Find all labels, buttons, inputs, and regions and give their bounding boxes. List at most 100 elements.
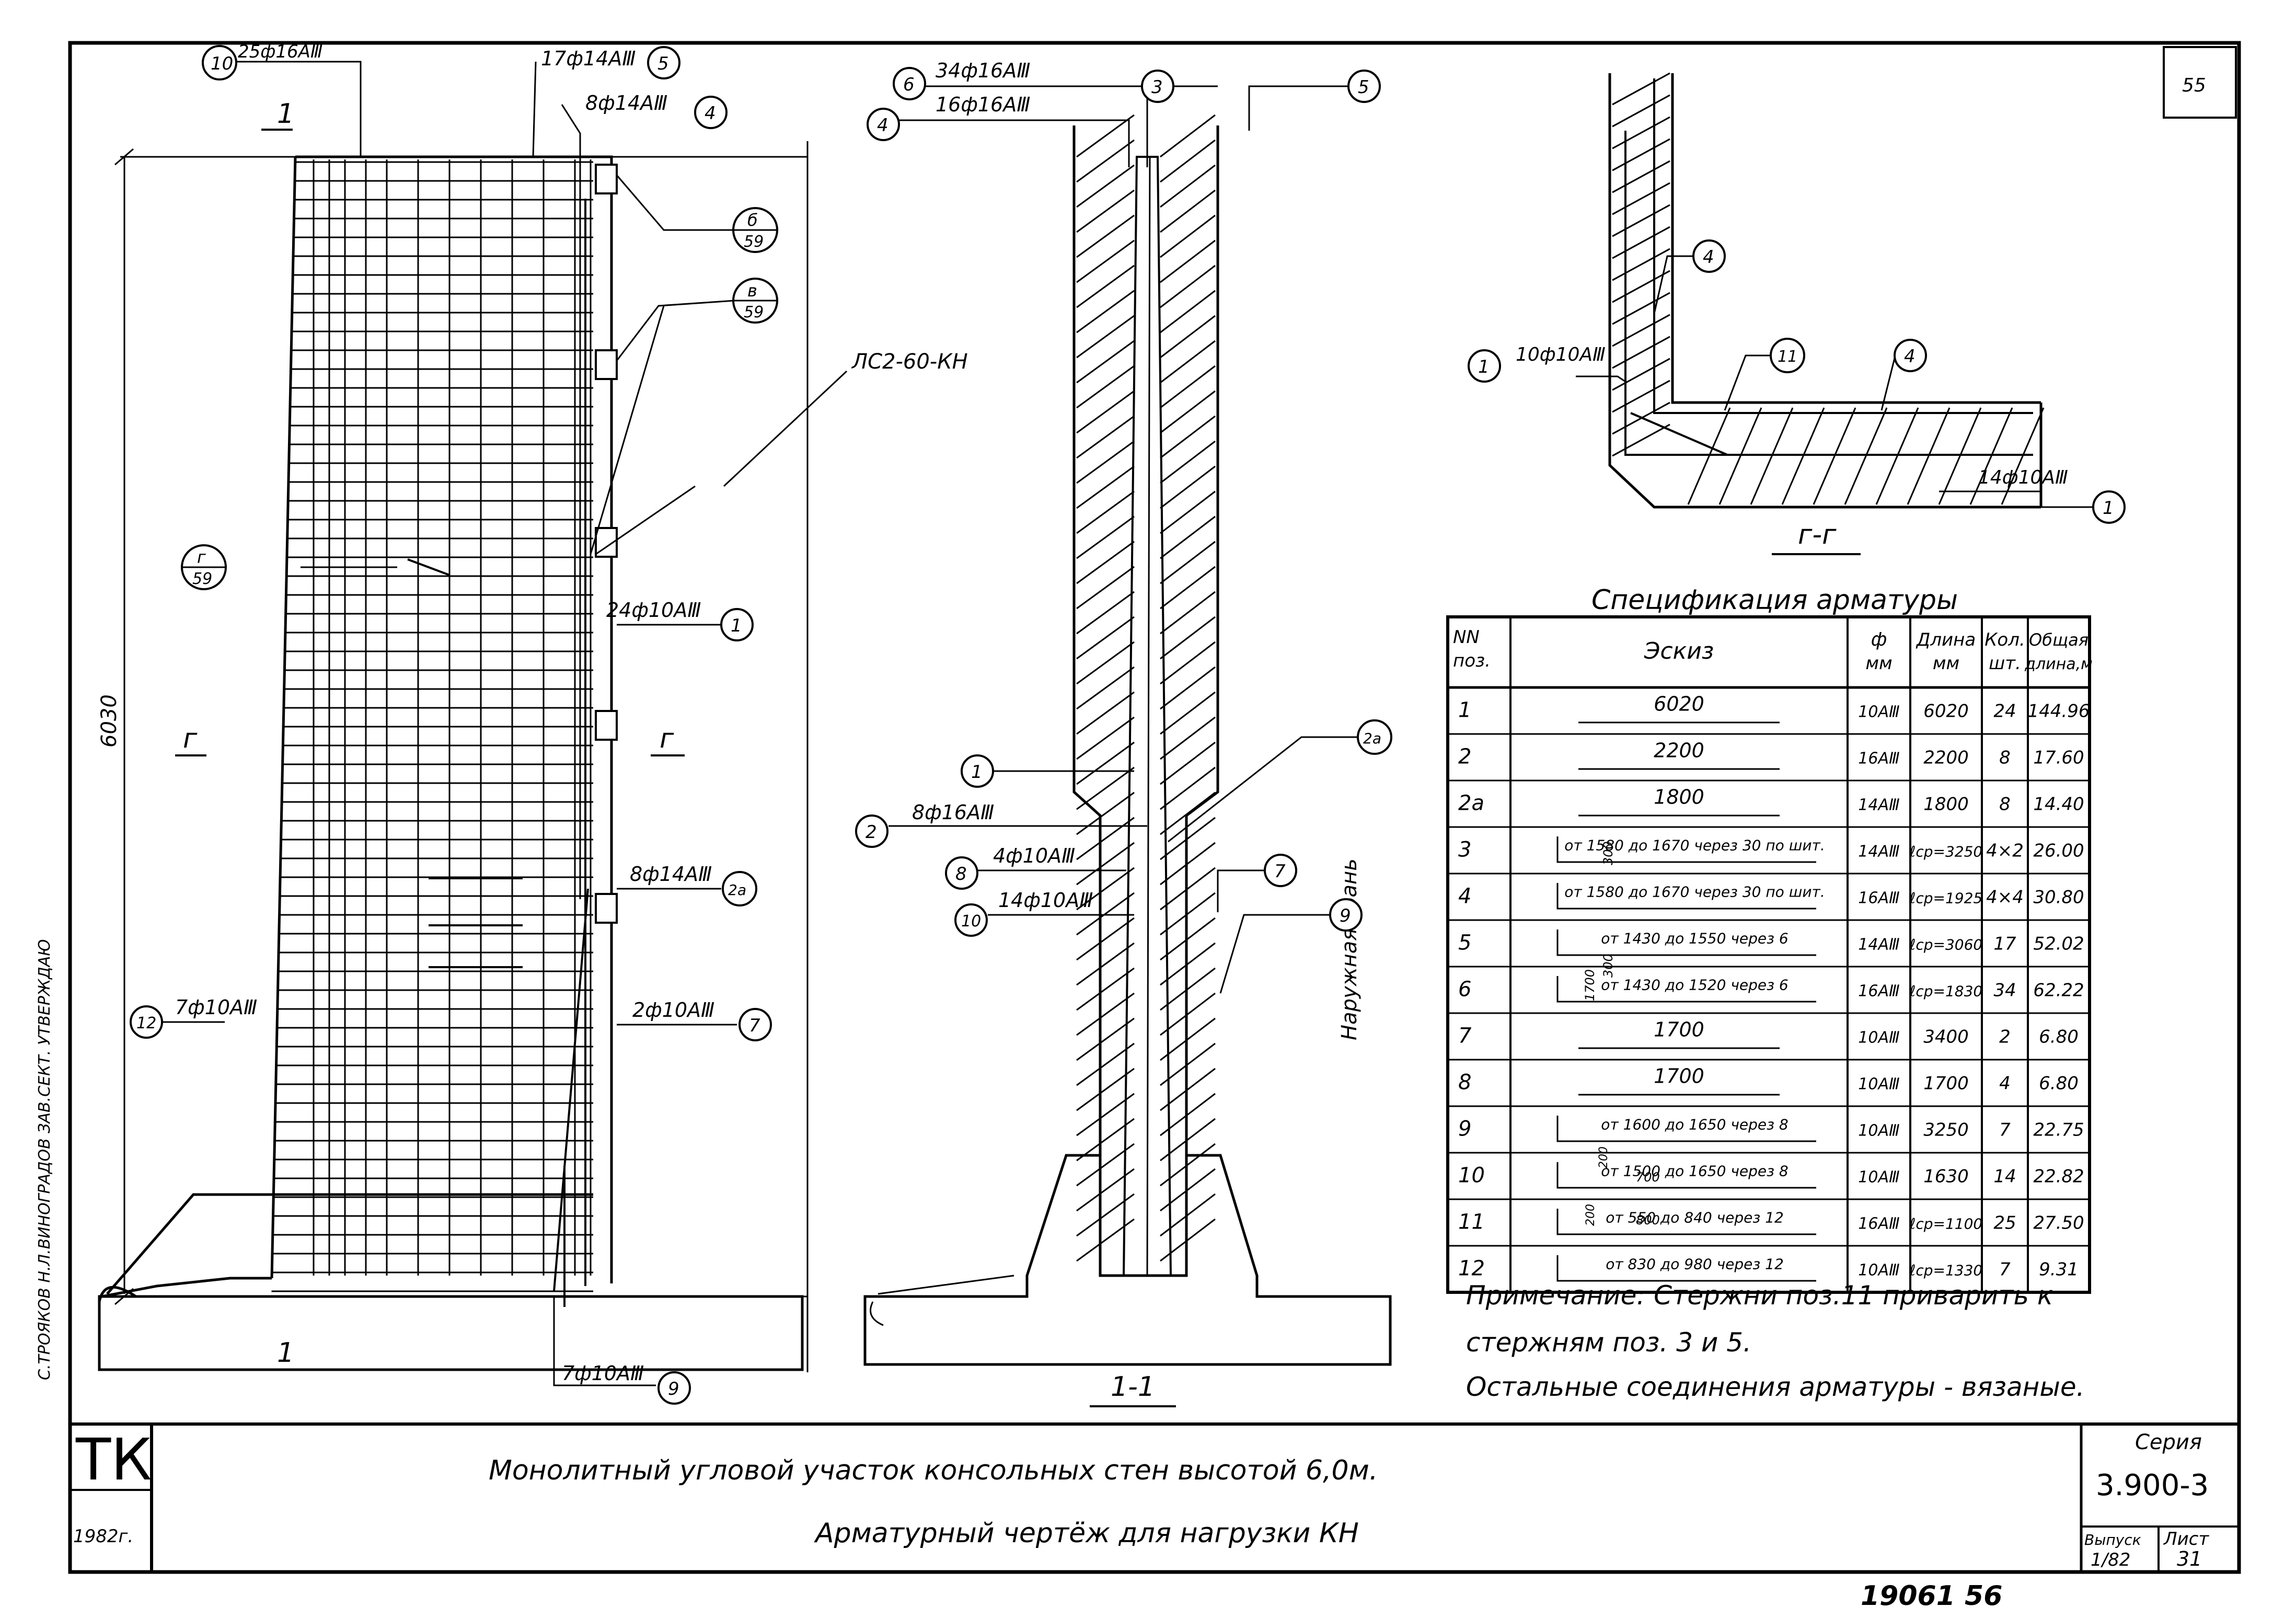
spec-dia: 10АⅢ — [1858, 703, 1899, 721]
callout-4-sec: 4 — [867, 108, 900, 141]
label-pos4: 16ф16АⅢ — [936, 93, 1030, 116]
spec-length: 2200 — [1923, 748, 1969, 768]
spec-pos: 5 — [1458, 931, 1471, 955]
svg-text:1: 1 — [731, 615, 742, 636]
spec-sketch: от 1430 до 1520 через 6 — [1601, 977, 1788, 994]
sheet-label: Лист — [2163, 1529, 2209, 1550]
spec-total: 22.82 — [2033, 1166, 2084, 1187]
note-block: Примечание: Стержни поз.11 приварить к с… — [1466, 1280, 2084, 1402]
dim-300-b: 300 — [1601, 954, 1616, 978]
svg-text:3: 3 — [1151, 77, 1163, 98]
org-mark: ТК — [75, 1426, 152, 1493]
svg-text:6: 6 — [903, 74, 915, 95]
callout-5-sec: 5 — [1347, 70, 1381, 103]
spec-pos: 3 — [1458, 838, 1471, 862]
series-value: 3.900-3 — [2096, 1468, 2209, 1502]
callout-1-s22-left: 1 — [1468, 349, 1501, 383]
label-pos2a: 8ф14АⅢ — [630, 863, 712, 886]
spec-sketch: от 1600 до 1650 через 8 — [1601, 1116, 1788, 1133]
callout-12-elev: 12 — [130, 1005, 163, 1039]
spec-length: 1630 — [1923, 1166, 1969, 1187]
spec-sketch: от 1500 до 1650 через 8 — [1601, 1163, 1788, 1180]
section-1-mark-top: 1 — [277, 98, 294, 130]
spec-qty: 7 — [1999, 1259, 2011, 1280]
spec-pos: 9 — [1458, 1117, 1471, 1141]
spec-qty: 4×2 — [1986, 841, 2024, 862]
label-pos1-bottom: 14ф10АⅢ — [1978, 467, 2068, 488]
spec-dia: 10АⅢ — [1858, 1075, 1899, 1094]
stamp-number: 19061 56 — [1861, 1580, 2002, 1612]
spec-length: ℓср=3060 — [1909, 936, 1982, 954]
spec-length: 3250 — [1923, 1120, 1969, 1141]
spec-total: 6.80 — [2039, 1027, 2079, 1048]
face-label: Наружная грань — [1337, 858, 1362, 1040]
label-pos12: 7ф10АⅢ — [175, 996, 257, 1019]
section-2-2-title: г-г — [1798, 519, 1837, 550]
title-line-1: Монолитный угловой участок консольных ст… — [489, 1455, 1378, 1486]
callout-11-elev: 10 — [202, 45, 237, 81]
callout-4-s22: 4 — [1894, 339, 1927, 372]
dim-800: 800 — [1636, 1213, 1660, 1227]
callout-1-sec: 1 — [961, 754, 994, 788]
header-qty: шт. — [1989, 653, 2021, 674]
svg-text:4: 4 — [1703, 247, 1714, 268]
spec-dia: 16АⅢ — [1858, 1215, 1899, 1233]
spec-pos: 4 — [1458, 885, 1471, 909]
spec-length: 1700 — [1923, 1073, 1969, 1094]
spec-sketch: 6020 — [1654, 693, 1704, 716]
spec-sketch: от 830 до 980 через 12 — [1606, 1256, 1784, 1273]
callout-2a-sec: 2а — [1357, 719, 1392, 755]
label-pos2: 8ф16АⅢ — [912, 801, 994, 824]
spec-qty: 4×4 — [1986, 887, 2024, 908]
sheet-border — [68, 41, 2241, 1574]
svg-text:4: 4 — [1904, 346, 1916, 367]
spec-sketch: от 1580 до 1670 через 30 по шит. — [1564, 883, 1825, 901]
spec-pos: 1 — [1458, 698, 1471, 722]
spec-dia: 10АⅢ — [1858, 1029, 1899, 1047]
spec-total: 14.40 — [2033, 794, 2084, 815]
svg-text:9: 9 — [668, 1379, 679, 1399]
dim-700: 700 — [1636, 1170, 1660, 1185]
node-ref-b: б 59 — [732, 207, 778, 253]
spec-total: 52.02 — [2033, 934, 2084, 955]
section-2-mark-left: г — [183, 723, 198, 754]
section-1-1-title: 1-1 — [1111, 1371, 1155, 1403]
svg-text:2а: 2а — [1363, 730, 1381, 747]
svg-text:2а: 2а — [728, 881, 746, 899]
node-ref-v: в 59 — [732, 278, 778, 324]
spec-dia: 14АⅢ — [1858, 796, 1899, 814]
spec-sketch: 1700 — [1654, 1018, 1704, 1041]
spec-qty: 8 — [1999, 748, 2011, 768]
callout-1-elev: 1 — [720, 608, 754, 641]
svg-text:4: 4 — [877, 115, 889, 136]
spec-dia: 10АⅢ — [1858, 1261, 1899, 1280]
node-ref-g: г 59 — [181, 544, 227, 590]
spec-length: 1800 — [1923, 794, 1969, 815]
svg-text:59: 59 — [192, 570, 212, 588]
spec-qty: 25 — [1993, 1213, 2016, 1234]
callout-9-sec: 9 — [1329, 898, 1363, 932]
callout-2-sec: 2 — [855, 814, 889, 848]
page-number: 55 — [2182, 75, 2206, 96]
svg-text:8: 8 — [955, 864, 967, 885]
svg-text:11: 11 — [1778, 348, 1797, 366]
spec-dia: 16АⅢ — [1858, 750, 1899, 768]
spec-length: ℓср=1925 — [1909, 890, 1982, 907]
section-1-1-view: 34ф16АⅢ 16ф16АⅢ 8ф16АⅢ 4ф10АⅢ 14ф10АⅢ На… — [863, 59, 1392, 1407]
spec-length: ℓср=1330 — [1909, 1262, 1982, 1279]
header-pos: NN — [1453, 627, 1480, 648]
spec-dia: 10АⅢ — [1858, 1168, 1899, 1187]
callout-1-s22-right: 1 — [2092, 490, 2126, 524]
spec-qty: 2 — [1999, 1027, 2011, 1048]
title-line-2: Арматурный чертёж для нагрузки КН — [814, 1518, 1359, 1549]
spec-sketch: от 1430 до 1550 через 6 — [1601, 930, 1788, 947]
spec-qty: 24 — [1993, 701, 2016, 722]
header-length: Длина — [1916, 629, 1976, 650]
svg-text:1: 1 — [2103, 498, 2114, 519]
spec-total: 26.00 — [2033, 841, 2084, 862]
spec-qty: 4 — [1999, 1073, 2011, 1094]
label-pos6: 34ф16АⅢ — [936, 59, 1030, 82]
svg-text:59: 59 — [744, 303, 764, 322]
spec-dia: 14АⅢ — [1858, 843, 1899, 861]
header-total: Общая — [2029, 630, 2089, 650]
